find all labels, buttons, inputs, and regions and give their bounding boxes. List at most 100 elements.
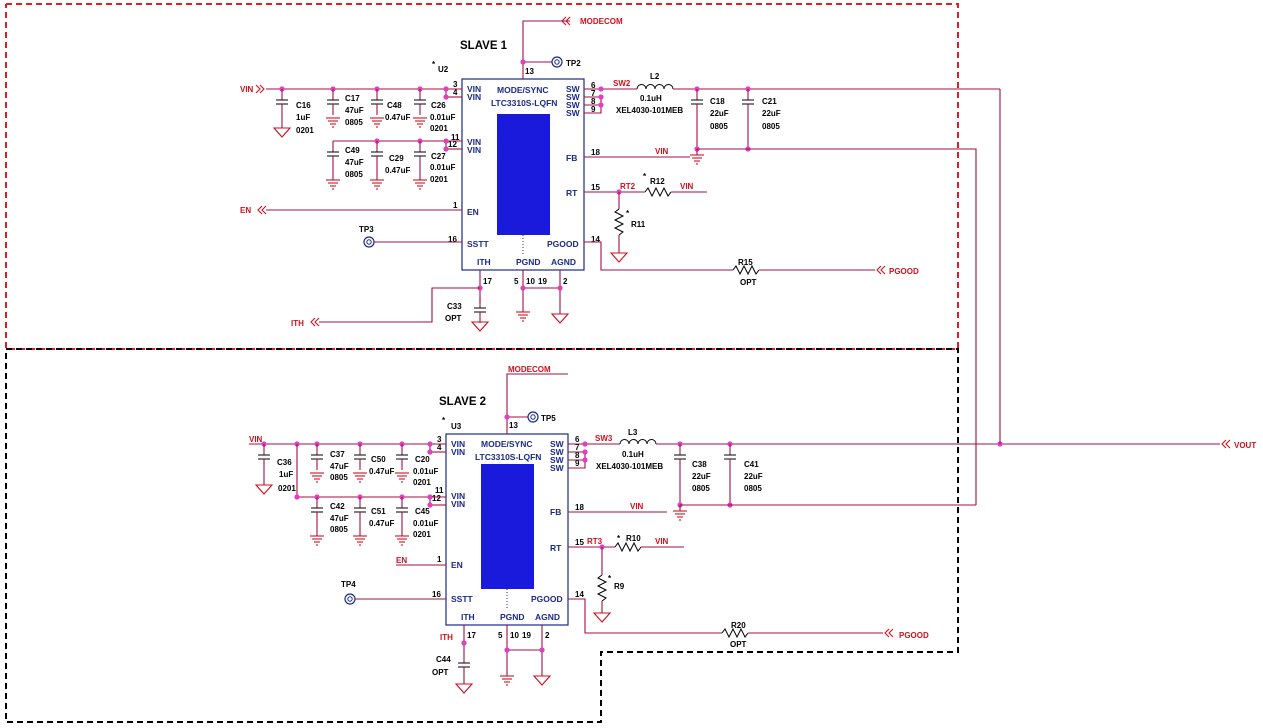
u2-pin-sw: SW <box>566 92 581 102</box>
pin-number: 3 <box>453 80 458 89</box>
u3-pin-sw: SW <box>550 463 565 473</box>
l2-ref: L2 <box>650 72 660 81</box>
net-sw3: SW3 <box>595 434 613 443</box>
c49-size: 0805 <box>345 170 363 179</box>
u3-pin-rt: RT <box>550 543 562 553</box>
u2-pin-rt: RT <box>566 188 578 198</box>
c41-ref: C41 <box>744 460 759 469</box>
pin-number: 6 <box>575 435 580 444</box>
c27-ref: C27 <box>431 152 446 161</box>
c45-ref: C45 <box>415 507 430 516</box>
u2-pin-ith: ITH <box>477 257 491 267</box>
u3-pin-agnd: AGND <box>535 612 560 622</box>
r12-ref: R12 <box>650 177 665 186</box>
u3-mode-label: MODE/SYNC <box>481 439 532 449</box>
pin-number: 10 <box>526 277 535 286</box>
pin-number: 6 <box>591 81 596 90</box>
slave2-section: SLAVE 2 * U3 MODE/SYNC LTC3310S-LQFN VIN… <box>249 89 1256 694</box>
u2-pin-fb: FB <box>566 153 577 163</box>
pin-number: 4 <box>437 443 442 452</box>
pin-number: 13 <box>509 421 518 430</box>
u3-pin-vin: VIN <box>451 499 465 509</box>
net-ith: ITH <box>291 319 304 328</box>
pin-number: 19 <box>538 277 547 286</box>
slave2-title: SLAVE 2 <box>439 396 486 408</box>
c21-ref: C21 <box>762 97 777 106</box>
u2-pin-sw: SW <box>566 108 581 118</box>
u3-refstar: * <box>442 416 446 425</box>
c45-size: 0201 <box>413 530 431 539</box>
pin-number: 1 <box>437 555 442 564</box>
r20-ref: R20 <box>731 621 746 630</box>
r9-ref: R9 <box>614 582 625 591</box>
pin-number: 5 <box>514 277 519 286</box>
net-rt3: RT3 <box>587 537 603 546</box>
slave1-title: SLAVE 1 <box>460 40 508 52</box>
c48-value: 0.47uF <box>385 113 410 122</box>
c33-value: OPT <box>445 314 462 323</box>
u2-mode-label: MODE/SYNC <box>497 85 548 95</box>
c37-size: 0805 <box>330 473 348 482</box>
net-fb-vin: VIN <box>655 147 669 156</box>
u2-pin-vin: VIN <box>467 137 481 147</box>
pin-number: 7 <box>575 443 580 452</box>
c49-value: 47uF <box>345 158 364 167</box>
u3-pin-fb: FB <box>550 507 561 517</box>
u3-pin-sstt: SSTT <box>451 594 474 604</box>
r15-ref: R15 <box>738 258 753 267</box>
r10-ref: R10 <box>626 534 641 543</box>
c29-ref: C29 <box>389 154 404 163</box>
c26-value: 0.01uF <box>430 113 455 122</box>
net-rt2: RT2 <box>620 182 636 191</box>
net-pgood-2: PGOOD <box>899 631 929 640</box>
c42-ref: C42 <box>330 502 345 511</box>
pin-number: 5 <box>498 631 503 640</box>
u3-pin-pgnd: PGND <box>500 612 525 622</box>
net-en: EN <box>240 206 251 215</box>
u2-pin-agnd: AGND <box>551 257 576 267</box>
net-sw2: SW2 <box>613 79 631 88</box>
u3-pin-vin: VIN <box>451 447 465 457</box>
r12-star: * <box>643 172 647 181</box>
net-modecom: MODECOM <box>580 17 623 26</box>
c37-ref: C37 <box>330 450 345 459</box>
c27-size: 0201 <box>430 175 448 184</box>
c17-size: 0805 <box>345 118 363 127</box>
net-en-2: EN <box>396 556 407 565</box>
c50-value: 0.47uF <box>369 467 394 476</box>
net-pgood: PGOOD <box>889 267 919 276</box>
u3-thermal-pad <box>481 464 534 589</box>
pin-number: 3 <box>437 435 442 444</box>
pin-number: 2 <box>545 631 550 640</box>
c36-value: 1uF <box>279 470 293 479</box>
c44-value: OPT <box>432 668 449 677</box>
u3-pin-vin: VIN <box>451 439 465 449</box>
pin-number: 4 <box>453 88 458 97</box>
c42-value: 47uF <box>330 514 349 523</box>
slave2-border <box>5 348 959 723</box>
c17-ref: C17 <box>345 94 360 103</box>
u2-refstar: * <box>432 60 436 69</box>
tp4-label: TP4 <box>341 580 356 589</box>
pin-number: 18 <box>575 503 584 512</box>
c48-ref: C48 <box>387 101 402 110</box>
u3-ref: U3 <box>451 422 462 431</box>
u2-pin-vin: VIN <box>467 92 481 102</box>
c16-ref: C16 <box>296 101 311 110</box>
c29-value: 0.47uF <box>385 166 410 175</box>
r10-star: * <box>617 534 621 543</box>
u2-pin-vin: VIN <box>467 84 481 94</box>
r11-ref: R11 <box>631 220 646 229</box>
c44-ref: C44 <box>436 655 451 664</box>
u2-thermal-pad <box>497 114 550 235</box>
c16-size: 0201 <box>296 126 314 135</box>
pin-number: 1 <box>453 201 458 210</box>
c26-size: 0201 <box>430 124 448 133</box>
net-ith-2: ITH <box>440 633 453 642</box>
l3-ref: L3 <box>628 428 638 437</box>
c51-value: 0.47uF <box>369 519 394 528</box>
net-vin-2: VIN <box>249 435 263 444</box>
net-rt-vin: VIN <box>680 182 694 191</box>
c42-size: 0805 <box>330 525 348 534</box>
